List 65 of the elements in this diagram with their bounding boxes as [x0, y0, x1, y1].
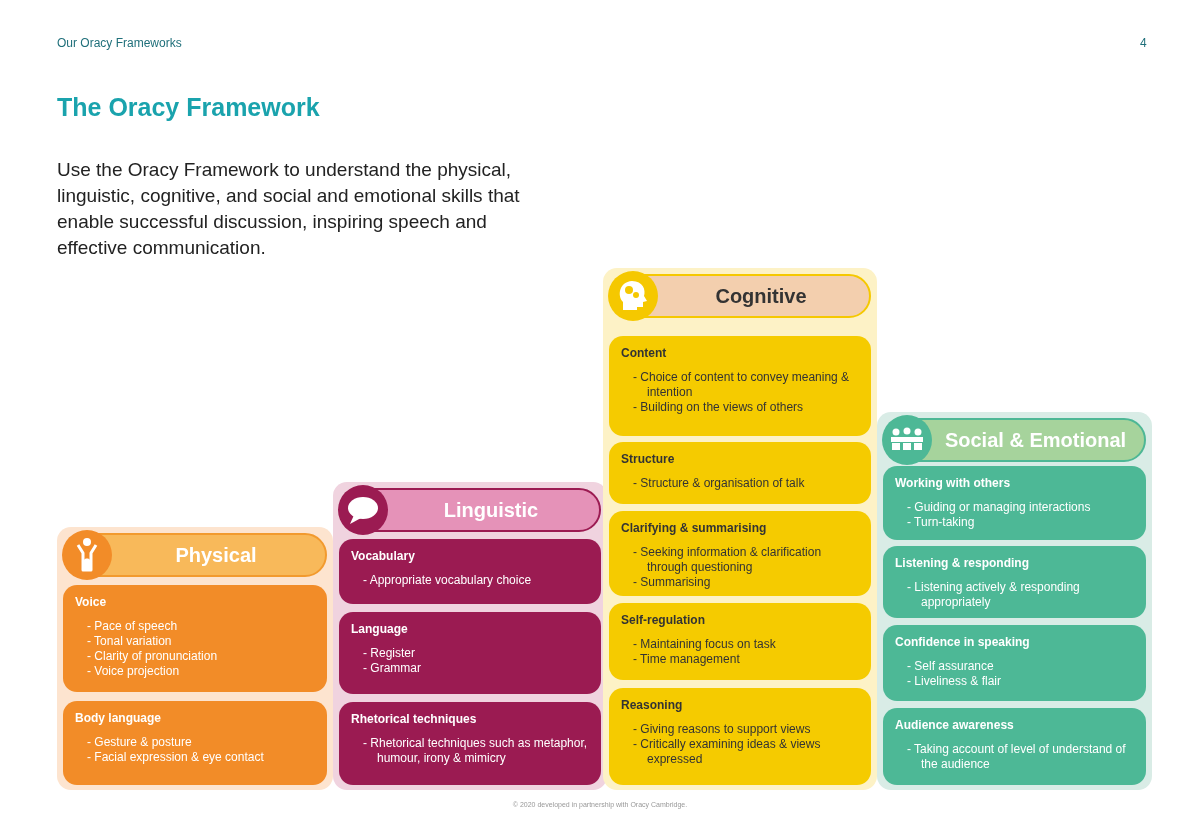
column-title: Cognitive [714, 284, 808, 309]
category-card [339, 702, 601, 785]
bullet-item: - Summarising [633, 575, 712, 590]
category-card [883, 625, 1146, 701]
category-card [609, 603, 871, 680]
intro-paragraph: Use the Oracy Framework to understand the physical, linguistic, cognitive, and social and emotional skills that enable successful discussion, inspiring speech and effective communication. [57, 158, 521, 260]
column-panel [57, 527, 333, 790]
category-card [883, 708, 1146, 785]
card-heading: Body language [75, 711, 162, 725]
page-header: Our Oracy Frameworks [57, 36, 182, 50]
bullet-item: - Liveliness & flair [907, 674, 1003, 689]
card-heading: Structure [621, 452, 676, 466]
bullet-item: - Guiding or managing interactions [907, 500, 1092, 515]
bullet-item: - Taking account of level of understand of the audience [907, 742, 1127, 772]
bullet-item: - Register [363, 646, 416, 661]
bullet-item: - Pace of speech [87, 619, 179, 634]
page-number: 4 [1140, 36, 1147, 50]
bullet-item: - Maintaining focus on task [633, 637, 777, 652]
bullet-item: - Building on the views of others [633, 400, 805, 415]
category-card [609, 336, 871, 436]
bullet-item: - Gesture & posture [87, 735, 193, 750]
category-card [339, 612, 601, 694]
category-card [883, 546, 1146, 618]
card-heading: Clarifying & summarising [621, 521, 768, 535]
bullet-item: - Choice of content to convey meaning & intention [633, 370, 851, 400]
column-panel [333, 482, 607, 790]
bullet-item: - Time management [633, 652, 741, 667]
category-card [609, 511, 871, 596]
category-card [63, 585, 327, 692]
card-heading: Self-regulation [621, 613, 706, 627]
column-panel [603, 268, 877, 790]
column-title: Linguistic [442, 498, 540, 523]
bullet-item: - Tonal variation [87, 634, 173, 649]
bullet-item: - Critically examining ideas & views expressed [633, 737, 822, 767]
bullet-item: - Turn-taking [907, 515, 976, 530]
page-title: The Oracy Framework [57, 93, 320, 122]
bullet-item: - Voice projection [87, 664, 181, 679]
card-heading: Confidence in speaking [895, 635, 1031, 649]
category-card [609, 442, 871, 504]
bullet-item: - Grammar [363, 661, 422, 676]
card-heading: Working with others [895, 476, 1012, 490]
category-card [609, 688, 871, 785]
card-heading: Voice [75, 595, 108, 609]
category-card [883, 466, 1146, 540]
bullet-item: - Self assurance [907, 659, 995, 674]
bullet-item: - Appropriate vocabulary choice [363, 573, 533, 588]
column-title: Social & Emotional [943, 428, 1128, 453]
card-heading: Language [351, 622, 409, 636]
card-heading: Listening & responding [895, 556, 1030, 570]
column-panel [877, 412, 1152, 790]
bullet-item: - Clarity of pronunciation [87, 649, 219, 664]
category-card [63, 701, 327, 785]
bullet-item: - Rhetorical techniques such as metaphor, humour, irony & mimicry [363, 736, 589, 766]
bullet-item: - Seeking information & clarification through questioning [633, 545, 823, 575]
bullet-item: - Listening actively & responding appropriately [907, 580, 1081, 610]
bullet-item: - Giving reasons to support views [633, 722, 812, 737]
bullet-item: - Facial expression & eye contact [87, 750, 265, 765]
card-heading: Content [621, 346, 668, 360]
card-heading: Rhetorical techniques [351, 712, 478, 726]
category-card [339, 539, 601, 604]
column-title: Physical [174, 543, 258, 568]
bullet-item: - Structure & organisation of talk [633, 476, 806, 491]
card-heading: Reasoning [621, 698, 684, 712]
card-heading: Audience awareness [895, 718, 1015, 732]
card-heading: Vocabulary [351, 549, 416, 563]
